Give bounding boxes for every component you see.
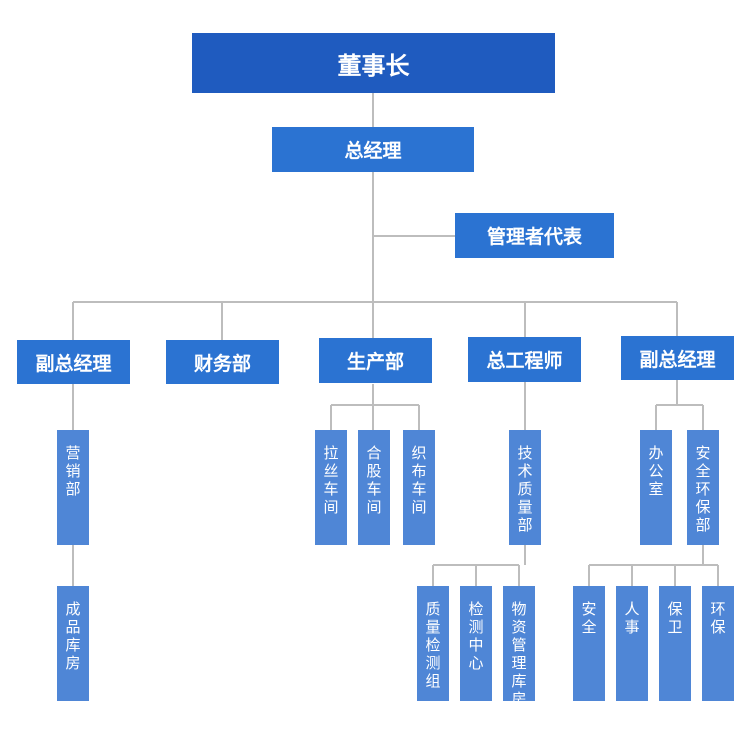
vp-left-node: 副总经理 <box>17 340 130 384</box>
twisting-workshop-node: 合股车间 <box>358 430 390 545</box>
finished-goods-warehouse-node: 成品库房 <box>57 586 89 701</box>
materials-warehouse-node: 物资管理库房 <box>503 586 535 708</box>
general-manager-node: 总经理 <box>272 127 474 172</box>
safety-env-dept-node: 安全环保部 <box>687 430 719 545</box>
finance-node: 财务部 <box>166 340 279 384</box>
drawing-workshop-node: 拉丝车间 <box>315 430 347 545</box>
env-protection-node: 环保 <box>702 586 734 701</box>
chairman-node: 董事长 <box>192 33 555 93</box>
office-node: 办公室 <box>640 430 672 545</box>
vp-right-node: 副总经理 <box>621 336 734 380</box>
quality-inspection-group-node: 质量检测组 <box>417 586 449 701</box>
production-node: 生产部 <box>319 338 432 383</box>
tech-quality-dept-node: 技术质量部 <box>509 430 541 545</box>
safety-node: 安全 <box>573 586 605 701</box>
sales-dept-node: 营销部 <box>57 430 89 545</box>
hr-node: 人事 <box>616 586 648 701</box>
chief-engineer-node: 总工程师 <box>468 337 581 382</box>
testing-center-node: 检测中心 <box>460 586 492 701</box>
security-node: 保卫 <box>659 586 691 701</box>
management-rep-node: 管理者代表 <box>455 213 614 258</box>
weaving-workshop-node: 织布车间 <box>403 430 435 545</box>
